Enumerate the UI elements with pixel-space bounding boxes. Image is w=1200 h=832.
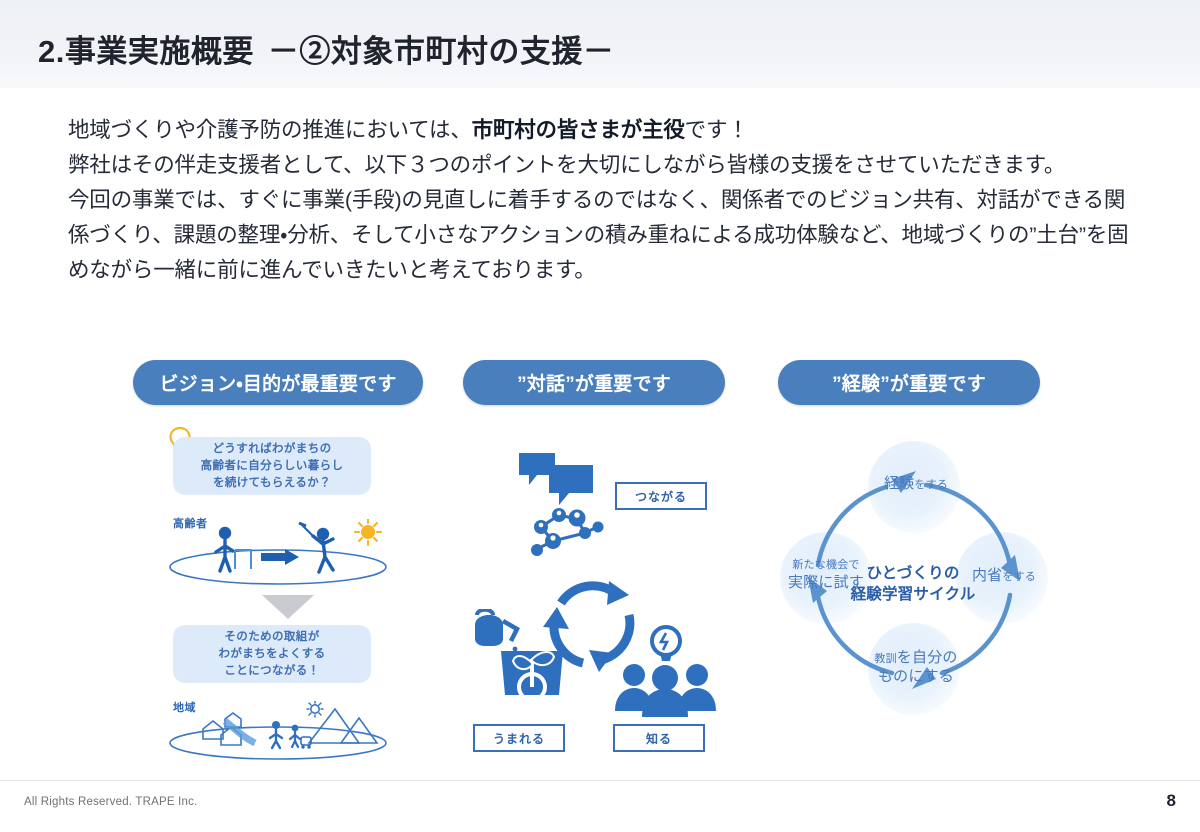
region-scene-icon: [169, 701, 387, 760]
vision-question-line-3: を続けてもらえるか？: [212, 476, 332, 489]
flow-arrow-down-icon: [262, 595, 314, 619]
body-paragraph: 地域づくりや介護予防の推進においては、市町村の皆さまが主役です！ 弊社はその伴走…: [68, 113, 1142, 288]
network-chat-icon: [519, 453, 604, 556]
vision-illustration: どうすればわがまちの 高齢者に自分らしい暮らし を続けてもらえるか？ 高齢者: [125, 426, 430, 767]
cycle-node-experience-main: 経験: [883, 475, 915, 492]
tag-connect: つながる: [615, 482, 707, 510]
experience-cycle-arrows-icon: [808, 471, 1020, 689]
cycle-arrows-icon: [543, 581, 635, 672]
cycle-center-line-2: 経験学習サイクル: [850, 586, 976, 603]
pill-vision: ビジョン・目的が最重要です: [133, 360, 423, 405]
dialogue-illustration: つながる: [445, 427, 745, 767]
page-title: 2.事業実施概要 －②対象市町村の支援－: [38, 26, 614, 71]
vision-question-bubble: どうすればわがまちの 高齢者に自分らしい暮らし を続けてもらえるか？: [173, 437, 371, 495]
cycle-node-lesson: 教訓を自分の ものにする: [864, 649, 968, 685]
cycle-node-try-line1: 新たな機会で: [792, 559, 860, 571]
cycle-node-try-line2: 実際に試す: [787, 574, 864, 591]
body-line-1: 地域づくりや介護予防の推進においては、市町村の皆さまが主役です！: [68, 113, 1142, 148]
cycle-node-experience-suffix: をする: [914, 479, 948, 491]
vision-outcome-line-1: そのための取組が: [224, 630, 320, 643]
cycle-node-lesson-suffix: を自分の: [896, 649, 958, 666]
pill-experience: ”経験”が重要です: [778, 360, 1040, 405]
cycle-node-lesson-line2: ものにする: [877, 668, 955, 685]
page-number: 8: [1166, 791, 1176, 810]
body-line-1-bold: 市町村の皆さまが主役: [471, 118, 685, 142]
cycle-node-try: 新たな機会で 実際に試す: [768, 557, 884, 591]
vision-question-line-1: どうすればわがまちの: [212, 442, 332, 455]
column-vision: ビジョン・目的が最重要です どうすればわがまちの 高齢者に自分らしい暮らし を続…: [125, 360, 430, 767]
cycle-node-reflection-main: 内省: [971, 567, 1003, 584]
pill-dialogue: ”対話”が重要です: [463, 360, 725, 405]
experience-cycle-illustration: 経験をする 内省をする 教訓を自分の ものにする 新たな機会で 実際に試す ひと…: [760, 427, 1065, 767]
page-title-sub: －②対象市町村の支援－: [267, 34, 615, 69]
people-idea-icon: [615, 625, 716, 717]
cycle-center-line-1: ひとづくりの: [866, 565, 960, 582]
blob-right: [956, 532, 1048, 624]
cycle-node-reflection: 内省をする: [958, 567, 1050, 586]
cycle-node-experience: 経験をする: [870, 475, 962, 494]
footer-copyright: All Rights Reserved. TRAPE Inc.: [24, 796, 198, 808]
label-region: 地域: [173, 702, 196, 714]
seedling-watering-icon: [475, 609, 563, 702]
elderly-scene-icon: [169, 519, 387, 585]
vision-outcome-line-3: ことにつながる！: [224, 664, 320, 677]
column-dialogue: ”対話”が重要です: [445, 360, 745, 767]
header-band: [0, 0, 1200, 88]
tag-born: うまれる: [473, 724, 565, 752]
label-elderly: 高齢者: [173, 518, 208, 530]
vision-outcome-bubble: そのための取組が わがまちをよくする ことにつながる！: [173, 625, 371, 683]
body-line-3: 今回の事業では、すぐに事業(手段)の見直しに着手するのではなく、関係者でのビジョ…: [68, 188, 1129, 282]
body-line-1-a: 地域づくりや介護予防の推進においては、: [68, 118, 472, 142]
vision-outcome-line-2: わがまちをよくする: [218, 647, 326, 660]
cycle-node-reflection-suffix: をする: [1002, 571, 1036, 583]
cycle-node-lesson-main: 教訓: [874, 653, 897, 665]
footer-divider: [0, 780, 1200, 781]
page-title-main: 2.事業実施概要: [38, 34, 254, 69]
column-experience: ”経験”が重要です: [760, 360, 1065, 767]
vision-question-line-2: 高齢者に自分らしい暮らし: [200, 459, 344, 472]
tag-know: 知る: [613, 724, 705, 752]
body-line-2: 弊社はその伴走支援者として、以下３つのポイントを大切にしながら皆様の支援をさせて…: [68, 153, 1066, 177]
three-points-section: ビジョン・目的が最重要です どうすればわがまちの 高齢者に自分らしい暮らし を続…: [0, 360, 1200, 760]
body-line-1-b: です！: [684, 118, 749, 142]
blob-left: [780, 532, 872, 624]
cycle-center-label: ひとづくりの 経験学習サイクル: [822, 563, 1004, 605]
